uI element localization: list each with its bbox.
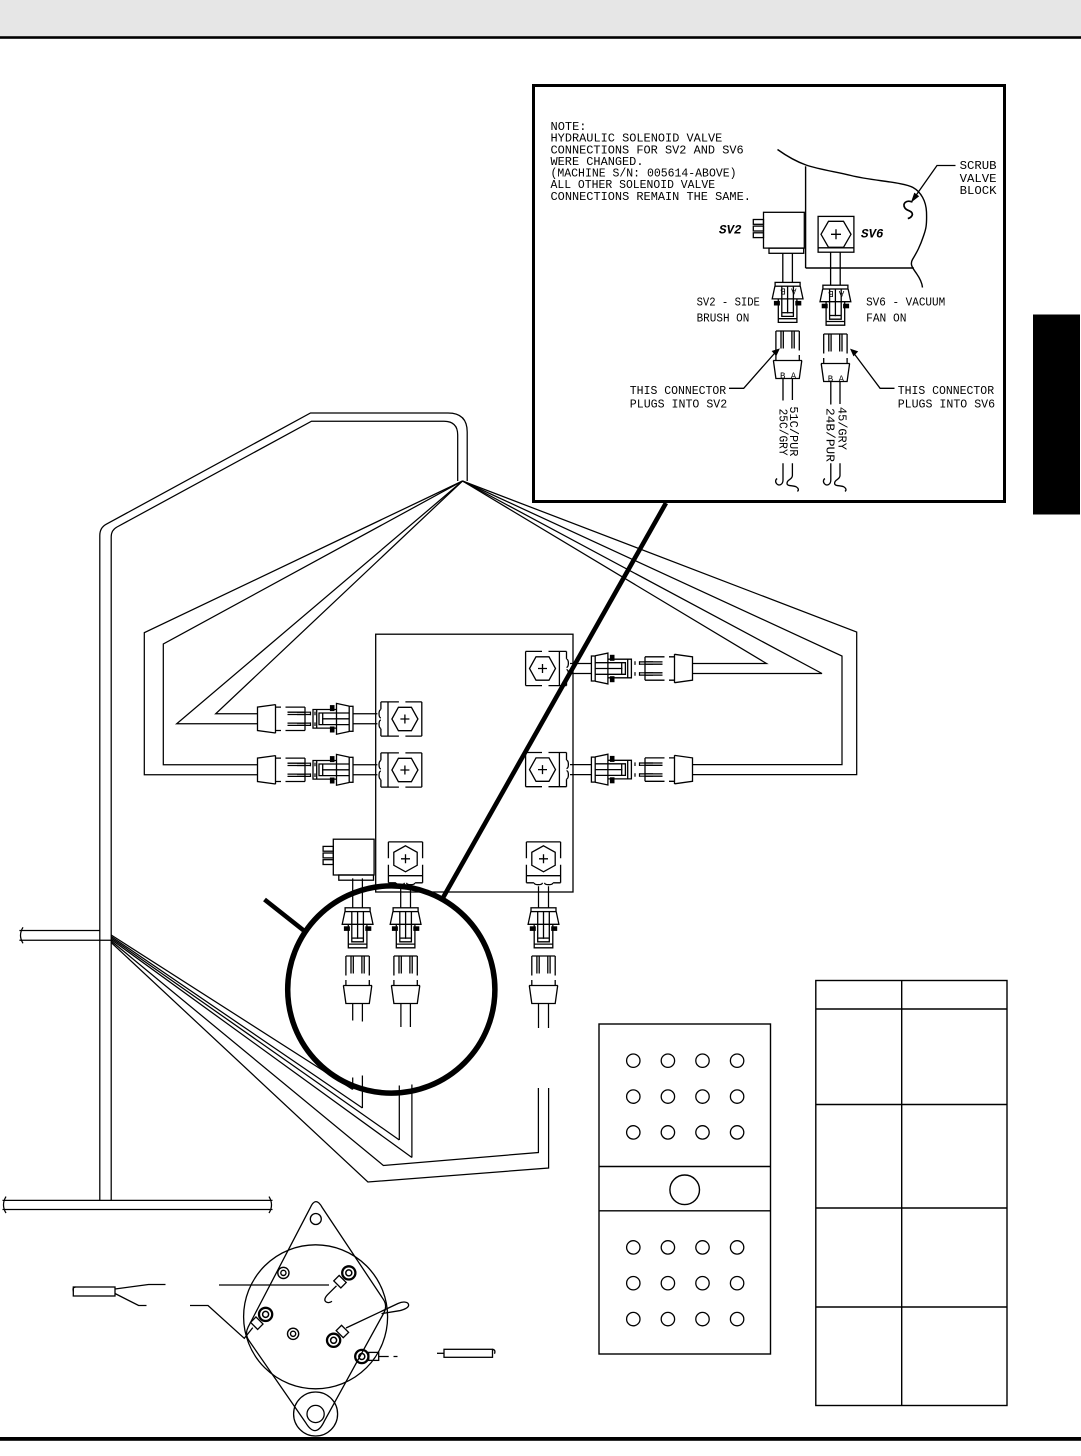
svg-text:SV2: SV2 [719, 224, 742, 238]
svg-text:WERE CHANGED.: WERE CHANGED. [551, 155, 644, 169]
svg-text:BLOCK: BLOCK [960, 184, 998, 198]
svg-text:24B/PUR: 24B/PUR [823, 408, 837, 462]
svg-text:HYDRAULIC SOLENOID VALVE: HYDRAULIC SOLENOID VALVE [551, 132, 723, 146]
svg-text:25C/GRY: 25C/GRY [776, 409, 790, 456]
svg-text:B A: B A [780, 372, 797, 382]
svg-text:B A: B A [828, 375, 845, 385]
svg-text:THIS CONNECTOR: THIS CONNECTOR [630, 384, 726, 398]
svg-text:PLUGS INTO SV2: PLUGS INTO SV2 [630, 397, 727, 411]
svg-text:THIS CONNECTOR: THIS CONNECTOR [898, 384, 994, 398]
svg-text:CONNECTIONS REMAIN THE SAME.: CONNECTIONS REMAIN THE SAME. [551, 190, 751, 204]
svg-text:SV6 - VACUUM: SV6 - VACUUM [866, 296, 945, 310]
svg-text:45/GRY: 45/GRY [834, 407, 848, 450]
svg-text:NOTE:: NOTE: [551, 120, 587, 134]
svg-text:A: A [791, 285, 797, 295]
svg-text:(MACHINE S/N: 005614-ABOVE): (MACHINE S/N: 005614-ABOVE) [551, 167, 737, 181]
svg-text:SCRUB: SCRUB [960, 159, 997, 173]
svg-text:FAN ON: FAN ON [866, 311, 906, 325]
svg-text:51C/PUR: 51C/PUR [786, 406, 800, 456]
svg-text:PLUGS INTO SV6: PLUGS INTO SV6 [898, 397, 995, 411]
svg-text:BRUSH ON: BRUSH ON [697, 311, 750, 325]
svg-text:B: B [828, 288, 834, 298]
svg-text:SV6: SV6 [861, 228, 884, 242]
svg-text:ALL OTHER SOLENOID VALVE: ALL OTHER SOLENOID VALVE [551, 178, 716, 192]
svg-text:A: A [838, 288, 844, 298]
svg-text:CONNECTIONS FOR SV2 AND SV6: CONNECTIONS FOR SV2 AND SV6 [551, 143, 744, 157]
svg-text:SV2 - SIDE: SV2 - SIDE [697, 296, 760, 310]
svg-text:B: B [780, 285, 786, 295]
svg-text:VALVE: VALVE [960, 172, 997, 186]
